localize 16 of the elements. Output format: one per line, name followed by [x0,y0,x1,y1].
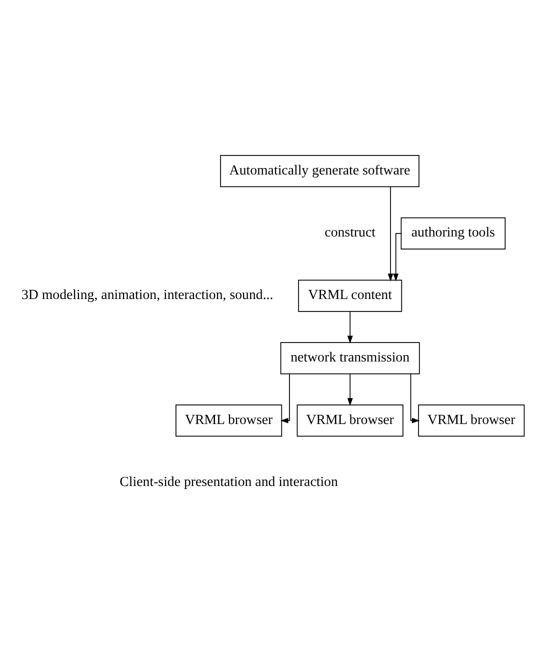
arrow [347,374,353,406]
node-box: VRML content [298,280,402,312]
arrow [393,233,402,282]
arrow [280,374,290,424]
node-box: network transmission [280,342,420,374]
label: 3D modeling, animation, interaction, sound... [21,287,274,302]
node-box: Automatically generate software [220,155,420,188]
node-box: VRML browser [176,404,282,437]
label: Client-side presentation and interaction [120,474,338,490]
arrow [410,374,420,424]
arrow [388,186,394,282]
label: construct [324,224,376,240]
node-box: authoring tools [400,217,506,250]
node-box: VRML browser [296,404,404,437]
arrow [347,311,353,344]
node-box: VRML browser [418,404,525,437]
